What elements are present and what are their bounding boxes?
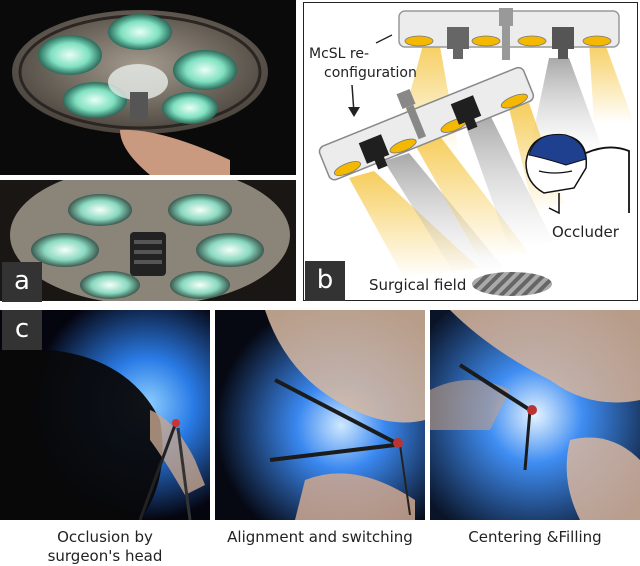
upper-led [517, 35, 547, 47]
upper-projector-icon [447, 27, 469, 59]
label-leader-line [375, 34, 393, 44]
lower-beam-3 [414, 135, 529, 258]
upper-led [582, 35, 612, 47]
caption-centering: Centering &Filling [430, 528, 640, 547]
occluder-label: Occluder [552, 223, 620, 241]
panel-a-bottom-photo [0, 180, 296, 301]
tilted-projector-icon [396, 88, 427, 140]
lamp-closeup-image [10, 180, 290, 301]
caption-occlusion-line2: surgeon's head [47, 547, 163, 565]
surgical-field-label: Surgical field [369, 276, 466, 294]
surgical-field-ellipse [472, 272, 552, 296]
panel-c-photo-2 [215, 310, 425, 520]
panel-b-tag: b [305, 261, 345, 301]
mcsl-label-line2: configuration [324, 65, 417, 81]
upper-right-camera-icon [552, 27, 574, 59]
panel-a-top-photo [0, 0, 296, 175]
caption-occlusion-line1: Occlusion by [57, 528, 153, 546]
down-arrow-icon [348, 84, 360, 117]
tilted-camera-left-icon [358, 134, 390, 170]
mcsl-label-line1: McSL re- [309, 46, 369, 62]
caption-alignment: Alignment and switching [215, 528, 425, 547]
occluder-head-icon [525, 133, 630, 215]
upper-led [471, 35, 501, 47]
alignment-photo-image [215, 310, 425, 520]
panel-b-diagram: McSL re- configuration [303, 2, 638, 301]
caption-centering-line1: Centering &Filling [468, 528, 602, 546]
upper-led [404, 35, 434, 47]
upper-beam-3 [589, 41, 634, 123]
centering-photo-image [430, 310, 640, 520]
panel-a-tag: a [2, 262, 42, 302]
upper-beam-2 [529, 58, 604, 153]
lower-beam-4 [464, 113, 554, 248]
caption-occlusion: Occlusion by surgeon's head [0, 528, 210, 566]
tilted-camera-right-icon [450, 95, 482, 131]
upper-center-camera-icon [499, 8, 513, 60]
panel-c-tag: c [2, 310, 42, 350]
caption-alignment-line1: Alignment and switching [227, 528, 413, 546]
panel-c-photo-3 [430, 310, 640, 520]
mcsl-reconfiguration-diagram: McSL re- configuration [309, 8, 634, 296]
surgical-lamp-overview-image [12, 10, 268, 175]
